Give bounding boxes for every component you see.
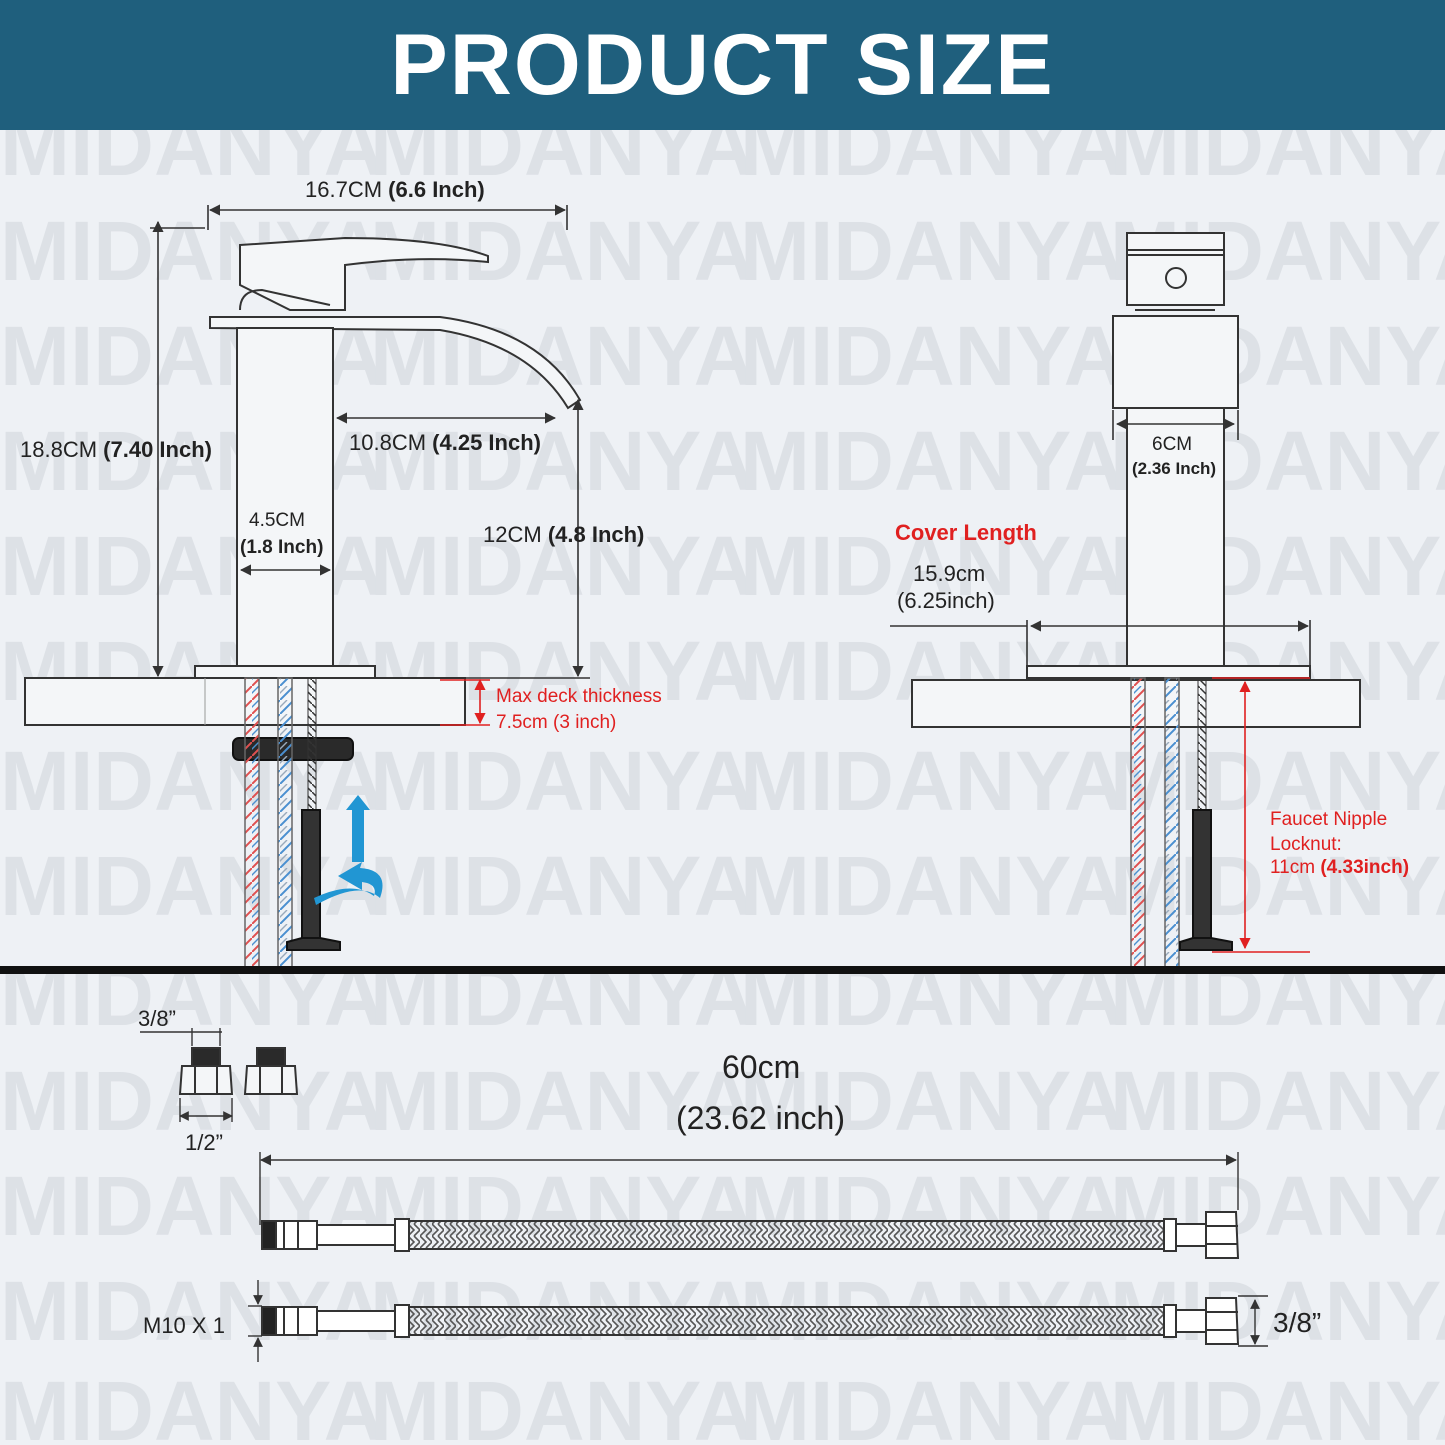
watermark-text: MIDANYA <box>1110 949 1445 1043</box>
page-title: PRODUCT SIZE <box>390 16 1055 113</box>
adapter-nut <box>243 1065 299 1095</box>
watermark-text: MIDANYA <box>1110 1054 1445 1148</box>
deck-thickness-value: 7.5cm (3 inch) <box>496 712 616 733</box>
handle-base <box>239 288 331 311</box>
faucet-body <box>236 327 334 667</box>
watermark-text: MIDANYA <box>740 1054 1124 1148</box>
mounting-bracket <box>232 737 354 761</box>
front-locknut-tube <box>1192 809 1212 941</box>
watermark-text: MIDANYA <box>370 519 754 613</box>
body-width-cm-label: 4.5CM <box>249 510 305 531</box>
spout-height-label: 12CM (4.8 Inch) <box>483 522 644 547</box>
adapter-bottom-size: 1/2” <box>185 1130 223 1155</box>
watermark-text: MIDANYA <box>370 414 754 508</box>
watermark-layer: MIDANYA MIDANYA MIDANYA MIDANYA MIDANYA … <box>0 99 1445 1445</box>
front-width-inch-label: (2.36 Inch) <box>1132 459 1216 478</box>
spout-reach-label: 10.8CM (4.25 Inch) <box>349 430 541 455</box>
watermark-text: MIDANYA <box>370 839 754 933</box>
watermark-text: MIDANYA <box>740 734 1124 828</box>
watermark-text: MIDANYA <box>0 839 384 933</box>
watermark-text: MIDANYA <box>740 414 1124 508</box>
watermark-text: MIDANYA <box>740 949 1124 1043</box>
adapter-thread <box>256 1047 286 1067</box>
threaded-rod <box>307 677 317 819</box>
adapter-nut <box>178 1065 234 1095</box>
watermark-text: MIDANYA <box>740 309 1124 403</box>
hose-length-inch: (23.62 inch) <box>676 1100 845 1136</box>
handle-hole <box>1165 267 1187 289</box>
watermark-text: MIDANYA <box>740 1364 1124 1445</box>
faucet-handle <box>239 236 489 311</box>
locknut-label-line2: Locknut: <box>1270 834 1342 855</box>
adapter-dimensions <box>140 1028 233 1122</box>
overall-height-label: 18.8CM (7.40 Inch) <box>20 437 212 462</box>
front-threaded-rod <box>1197 677 1207 819</box>
front-hose-cold <box>1164 677 1180 969</box>
cover-length-cm: 15.9cm <box>913 561 985 586</box>
front-spout-head <box>1112 315 1239 409</box>
up-arrow-icon <box>346 795 370 862</box>
supply-hose-cold <box>277 677 293 969</box>
overall-width-label: 16.7CM (6.6 Inch) <box>305 177 485 202</box>
body-width-inch-label: (1.8 Inch) <box>240 537 323 558</box>
side-view-dimensions <box>140 204 590 726</box>
supply-hose-hot <box>244 677 260 969</box>
braided-hose <box>261 1211 1240 1259</box>
hose-length-cm: 60cm <box>722 1049 800 1085</box>
watermark-text: MIDANYA <box>370 1364 754 1445</box>
deck-thickness-label: Max deck thickness <box>496 686 662 707</box>
locknut-label-line1: Faucet Nipple <box>1270 809 1387 830</box>
watermark-text: MIDANYA <box>370 1054 754 1148</box>
adapters <box>178 1047 299 1095</box>
rotate-arrow-icon <box>314 862 383 905</box>
faucet-base <box>194 665 376 679</box>
watermark-text: MIDANYA <box>740 839 1124 933</box>
watermark-text: MIDANYA <box>370 734 754 828</box>
adapter-top-size: 3/8” <box>138 1006 176 1031</box>
supply-hoses <box>248 1152 1268 1362</box>
locknut-wing <box>286 937 341 951</box>
locknut-tube <box>301 809 321 941</box>
cover-length-title: Cover Length <box>895 520 1037 545</box>
watermark-text: MIDANYA <box>740 519 1124 613</box>
front-hose-hot <box>1130 677 1146 969</box>
side-view <box>24 236 582 969</box>
front-view-dimensions <box>890 410 1311 953</box>
front-cover-plate <box>1026 665 1311 679</box>
title-banner: PRODUCT SIZE <box>0 0 1445 130</box>
adapter-thread <box>191 1047 221 1067</box>
braided-hose <box>261 1297 1240 1345</box>
install-arrows <box>314 795 383 905</box>
cover-length-inch: (6.25inch) <box>897 588 995 613</box>
thread-right-label: 3/8” <box>1273 1307 1321 1338</box>
watermark-text: MIDANYA <box>370 949 754 1043</box>
watermark-text: MIDANYA <box>740 204 1124 298</box>
locknut-value: 11cm (4.33inch) <box>1270 857 1409 878</box>
front-locknut-wing <box>1179 937 1233 951</box>
watermark-text: MIDANYA <box>0 949 384 1043</box>
watermark-text: MIDANYA <box>0 1364 384 1445</box>
thread-left-label: M10 X 1 <box>143 1313 225 1338</box>
front-width-cm-label: 6CM <box>1152 434 1192 455</box>
watermark-text: MIDANYA <box>1110 1364 1445 1445</box>
section-divider <box>0 966 1445 974</box>
